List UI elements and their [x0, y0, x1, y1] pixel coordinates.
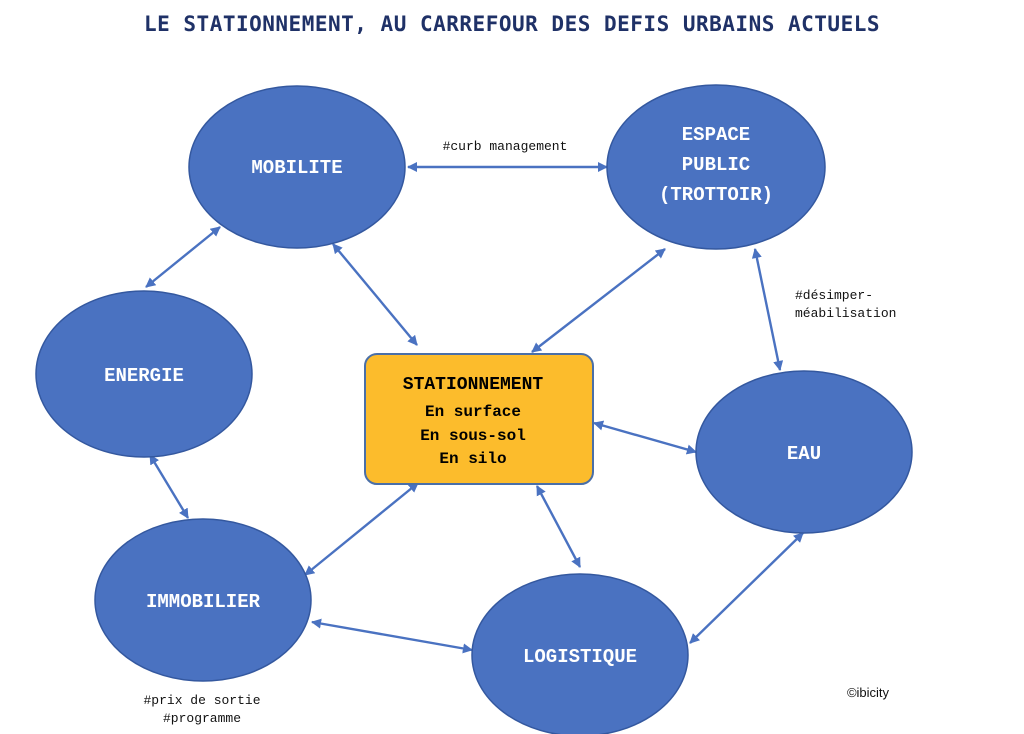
copyright-label: ©ibicity — [847, 685, 890, 700]
node-energie: ENERGIE — [35, 290, 253, 458]
annotation-prix-de-sortie: #prix de sortie — [143, 693, 260, 708]
edge-energie-immobilier — [148, 454, 190, 519]
node-espace-public: ESPACE PUBLIC (TROTTOIR) — [606, 84, 826, 250]
center-stationnement: STATIONNEMENT En surface En sous-sol En … — [364, 353, 594, 485]
edge-stationnement-eau — [593, 420, 697, 455]
center-line-3: En silo — [439, 450, 506, 468]
diagram-title: LE STATIONNEMENT, AU CARREFOUR DES DEFIS… — [143, 12, 880, 36]
center-title: STATIONNEMENT — [403, 375, 544, 395]
annotation-programme: #programme — [163, 711, 241, 726]
annotation-desimper-2: méabilisation — [795, 306, 896, 321]
edge-espace-public-stationnement — [531, 248, 666, 353]
edges — [145, 161, 804, 654]
center-line-2: En sous-sol — [420, 427, 526, 445]
node-espace-public-line-3: (TROTTOIR) — [659, 184, 773, 206]
edge-stationnement-logistique — [535, 485, 582, 568]
center-line-1: En surface — [425, 403, 521, 421]
node-immobilier: IMMOBILIER — [94, 518, 312, 682]
node-immobilier-shape — [94, 518, 312, 682]
node-espace-public-line-2: PUBLIC — [682, 154, 750, 176]
node-logistique-label: LOGISTIQUE — [523, 646, 637, 668]
node-energie-shape — [35, 290, 253, 458]
edge-mobilite-energie — [145, 226, 221, 288]
center-box-shape — [364, 353, 594, 485]
node-energie-label: ENERGIE — [104, 365, 184, 387]
node-espace-public-shape — [606, 84, 826, 250]
edge-logistique-eau — [689, 532, 804, 644]
edge-mobilite-stationnement — [332, 243, 418, 346]
annotation-curb-management: #curb management — [443, 139, 568, 154]
edge-immobilier-logistique — [311, 618, 473, 654]
node-mobilite-label: MOBILITE — [251, 157, 342, 179]
edge-espace-public-eau — [751, 248, 784, 371]
node-immobilier-label: IMMOBILIER — [146, 591, 261, 613]
annotation-desimper-1: #désimper- — [795, 288, 873, 303]
node-logistique: LOGISTIQUE — [471, 573, 689, 734]
node-eau: EAU — [695, 370, 913, 534]
node-eau-label: EAU — [787, 443, 821, 465]
node-eau-shape — [695, 370, 913, 534]
node-logistique-shape — [471, 573, 689, 734]
edge-stationnement-immobilier — [304, 482, 419, 576]
node-mobilite: MOBILITE — [188, 85, 406, 249]
node-mobilite-shape — [188, 85, 406, 249]
node-espace-public-line-1: ESPACE — [682, 124, 750, 146]
